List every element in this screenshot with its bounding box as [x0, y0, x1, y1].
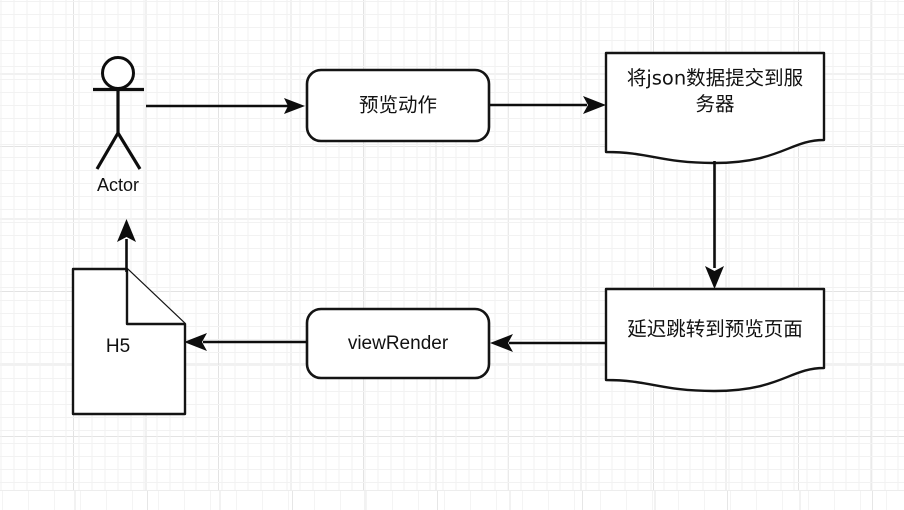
edge-actor-to-preview[interactable] [146, 98, 305, 114]
node-submit-json-label-line2: 务器 [695, 93, 734, 116]
canvas-footer-ruler [0, 490, 904, 510]
edge-actor-to-preview-arrowhead [284, 98, 305, 114]
edge-submit-to-redirect-arrowhead [705, 266, 724, 289]
node-preview-action[interactable]: 预览动作 [305, 68, 491, 143]
node-preview-action-label: 预览动作 [359, 94, 437, 117]
node-h5-label: H5 [106, 336, 130, 357]
actor-leg-left-line [95, 132, 120, 170]
node-delayed-redirect[interactable]: 延迟跳转到预览页面 [604, 287, 826, 393]
edge-redirect-to-render-arrowhead [490, 334, 513, 352]
node-actor[interactable]: Actor [93, 56, 144, 196]
node-view-render-label: viewRender [348, 333, 449, 354]
node-delayed-redirect-label: 延迟跳转到预览页面 [627, 318, 803, 341]
actor-leg-right-line [116, 132, 142, 170]
edge-submit-to-redirect[interactable] [705, 161, 724, 289]
edge-h5-to-actor-arrowhead [117, 219, 136, 242]
edge-preview-to-submit[interactable] [490, 96, 606, 114]
node-h5[interactable]: H5 [71, 267, 187, 416]
node-preview-action-shape[interactable] [305, 68, 491, 143]
edge-render-to-h5-arrowhead [184, 333, 207, 351]
node-delayed-redirect-shape[interactable] [604, 287, 826, 393]
node-submit-json-label-line1: 将json数据提交到服 [627, 67, 803, 90]
node-submit-json[interactable]: 将json数据提交到服 务器 [604, 51, 826, 165]
edge-redirect-to-render[interactable] [490, 334, 606, 352]
actor-label: Actor [97, 175, 139, 195]
actor-head-icon [101, 56, 135, 90]
node-h5-fold-line [125, 269, 185, 326]
edge-render-to-h5[interactable] [184, 333, 307, 351]
edge-preview-to-submit-arrowhead [583, 96, 606, 114]
edge-h5-to-actor[interactable] [117, 219, 136, 272]
node-view-render[interactable]: viewRender [305, 307, 491, 380]
node-view-render-shape[interactable] [305, 307, 491, 380]
